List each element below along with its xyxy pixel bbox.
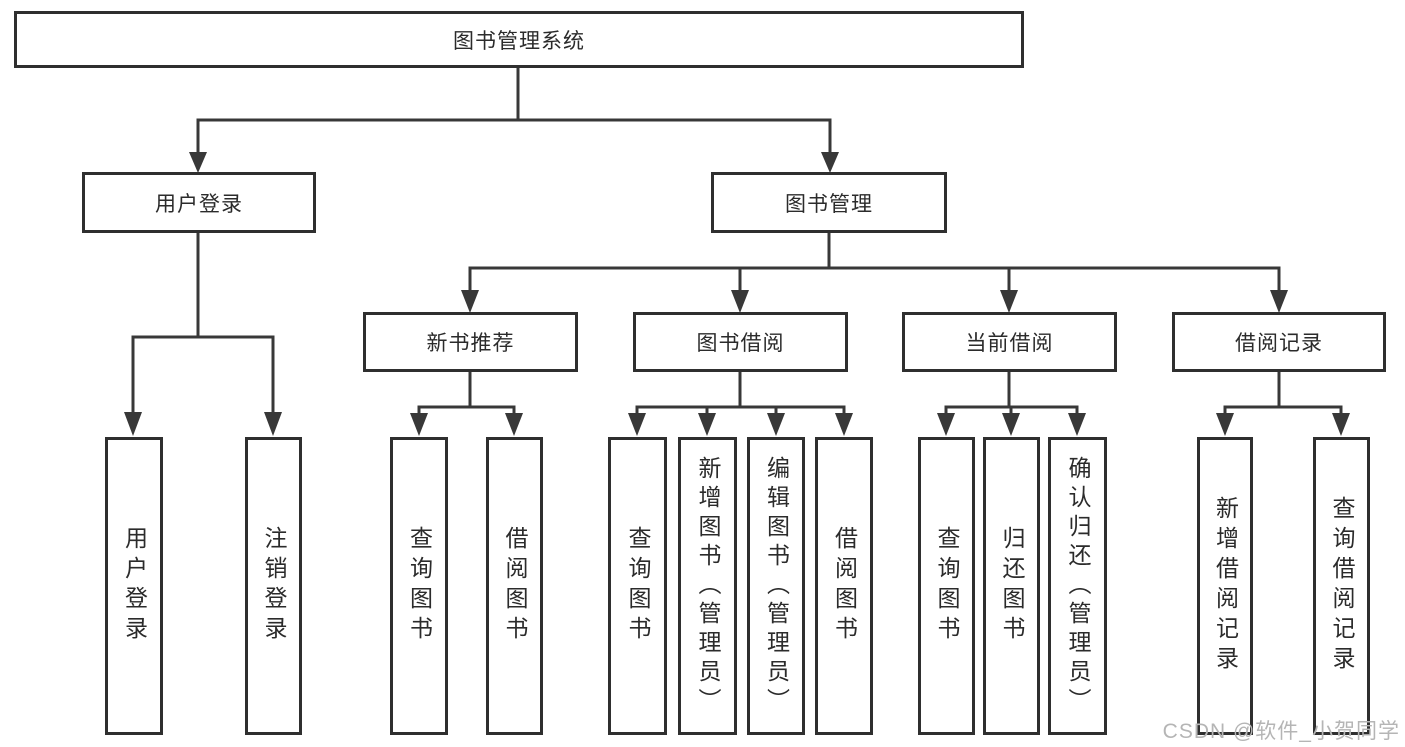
connector-root-to-level2 — [189, 68, 839, 173]
node-leaf-return-books-label: 归还图书 — [999, 526, 1025, 646]
node-book-mgmt-label: 图书管理 — [785, 192, 873, 216]
node-leaf-logout-label: 注销登录 — [261, 526, 287, 646]
node-leaf-add-borrow-record: 新增借阅记录 — [1197, 437, 1253, 735]
node-leaf-borrow-books-recommend: 借阅图书 — [486, 437, 543, 735]
node-new-books: 新书推荐 — [363, 312, 578, 372]
node-borrow-records: 借阅记录 — [1172, 312, 1386, 372]
node-leaf-return-books: 归还图书 — [983, 437, 1040, 735]
connector-current-borrow-to-leaves — [937, 372, 1086, 436]
node-root-label: 图书管理系统 — [453, 29, 585, 53]
node-leaf-query-books-borrow: 查询图书 — [608, 437, 667, 735]
node-book-borrow: 图书借阅 — [633, 312, 848, 372]
node-leaf-borrow-books: 借阅图书 — [815, 437, 873, 735]
node-leaf-user-login-label: 用户登录 — [121, 526, 148, 646]
node-book-borrow-label: 图书借阅 — [696, 332, 785, 355]
node-root: 图书管理系统 — [14, 11, 1024, 68]
node-leaf-borrow-books-recommend-label: 借阅图书 — [502, 526, 528, 646]
node-leaf-confirm-return-admin: 确认归还（管理员） — [1048, 437, 1107, 735]
node-leaf-add-books-admin: 新增图书（管理员） — [678, 437, 737, 735]
node-leaf-query-books-current-label: 查询图书 — [934, 526, 960, 646]
connector-new-books-to-leaves — [410, 372, 523, 436]
node-leaf-confirm-return-admin-label: 确认归还（管理员） — [1065, 455, 1091, 717]
node-leaf-query-borrow-record: 查询借阅记录 — [1313, 437, 1370, 735]
connector-user-login-to-leaves — [124, 233, 282, 436]
node-current-borrow: 当前借阅 — [902, 312, 1117, 372]
node-user-login-label: 用户登录 — [155, 192, 243, 216]
node-borrow-records-label: 借阅记录 — [1235, 332, 1323, 355]
node-leaf-logout: 注销登录 — [245, 437, 302, 735]
node-book-mgmt: 图书管理 — [711, 172, 947, 233]
connector-book-mgmt-to-level3 — [461, 233, 1288, 313]
node-leaf-query-books-current: 查询图书 — [918, 437, 975, 735]
node-leaf-borrow-books-label: 借阅图书 — [831, 526, 858, 646]
node-new-books-label: 新书推荐 — [426, 332, 515, 355]
node-leaf-query-borrow-record-label: 查询借阅记录 — [1329, 496, 1355, 676]
node-leaf-edit-books-admin-label: 编辑图书（管理员） — [763, 455, 790, 717]
node-current-borrow-label: 当前借阅 — [965, 332, 1054, 355]
node-leaf-query-books-borrow-label: 查询图书 — [625, 526, 651, 646]
node-leaf-query-books-recommend-label: 查询图书 — [406, 526, 433, 646]
connector-borrow-records-to-leaves — [1216, 372, 1350, 436]
node-leaf-add-borrow-record-label: 新增借阅记录 — [1212, 496, 1239, 676]
node-user-login: 用户登录 — [82, 172, 316, 233]
connector-book-borrow-to-leaves — [628, 372, 853, 436]
node-leaf-user-login: 用户登录 — [105, 437, 163, 735]
watermark: CSDN @软件_小贺同学 — [1162, 720, 1400, 743]
node-leaf-edit-books-admin: 编辑图书（管理员） — [747, 437, 805, 735]
node-leaf-add-books-admin-label: 新增图书（管理员） — [695, 455, 721, 717]
node-leaf-query-books-recommend: 查询图书 — [390, 437, 448, 735]
